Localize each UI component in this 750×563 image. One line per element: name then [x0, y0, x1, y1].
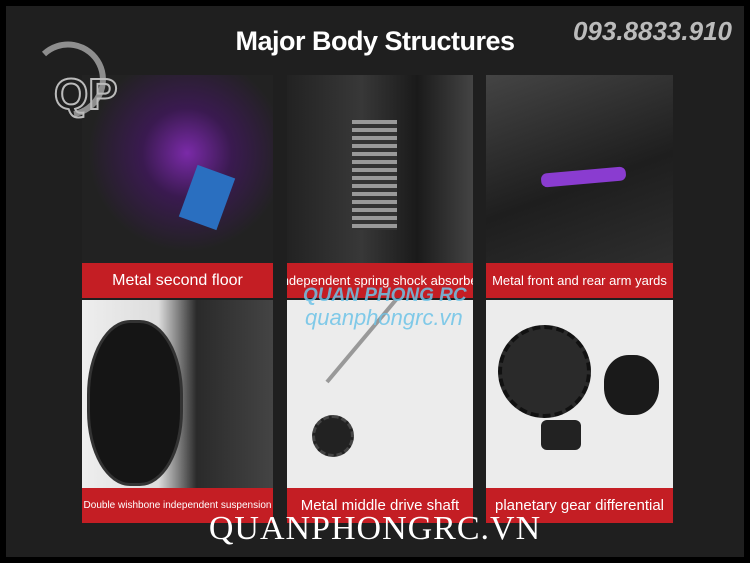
panel-label: Metal second floor: [82, 263, 273, 298]
panel-metal-second-floor: Metal second floor: [82, 75, 273, 298]
panel-label: Double wishbone independent suspension: [82, 488, 273, 523]
shock-spring-icon: [352, 120, 397, 230]
spur-gear-icon: [312, 415, 354, 457]
panel-label: Independent spring shock absorber: [287, 263, 473, 298]
panel-double-wishbone: Double wishbone independent suspension: [82, 300, 273, 523]
tire-icon: [87, 320, 183, 486]
panel-label: Metal front and rear arm yards: [486, 263, 673, 298]
watermark: QUAN PHONG RC quanphongrc.vn: [255, 285, 505, 335]
product-photo: [486, 75, 673, 298]
panel-arm-yards: Metal front and rear arm yards: [486, 75, 673, 298]
footer-site: QUANPHONGRC.VN: [208, 510, 542, 547]
quan-phong-logo: QP: [41, 41, 119, 120]
product-photo: [82, 75, 273, 298]
product-photo: [287, 300, 473, 523]
panel-label: Metal middle drive shaft: [287, 488, 473, 523]
panel-shock-absorber: Independent spring shock absorber: [287, 75, 473, 298]
watermark-url: quanphongrc.vn: [305, 305, 463, 330]
watermark-brand: QUAN PHONG RC: [303, 285, 467, 306]
panel-label: planetary gear differential: [486, 488, 673, 523]
panel-differential: planetary gear differential: [486, 300, 673, 523]
bevel-gear-icon: [498, 325, 591, 418]
svg-text:QP: QP: [54, 70, 118, 119]
planet-gears-icon: [541, 420, 581, 450]
page-title: Major Body Structures: [235, 26, 515, 56]
phone-number: 093.8833.910: [572, 16, 732, 46]
differential-housing-icon: [604, 355, 659, 415]
panel-drive-shaft: Metal middle drive shaft: [287, 300, 473, 523]
